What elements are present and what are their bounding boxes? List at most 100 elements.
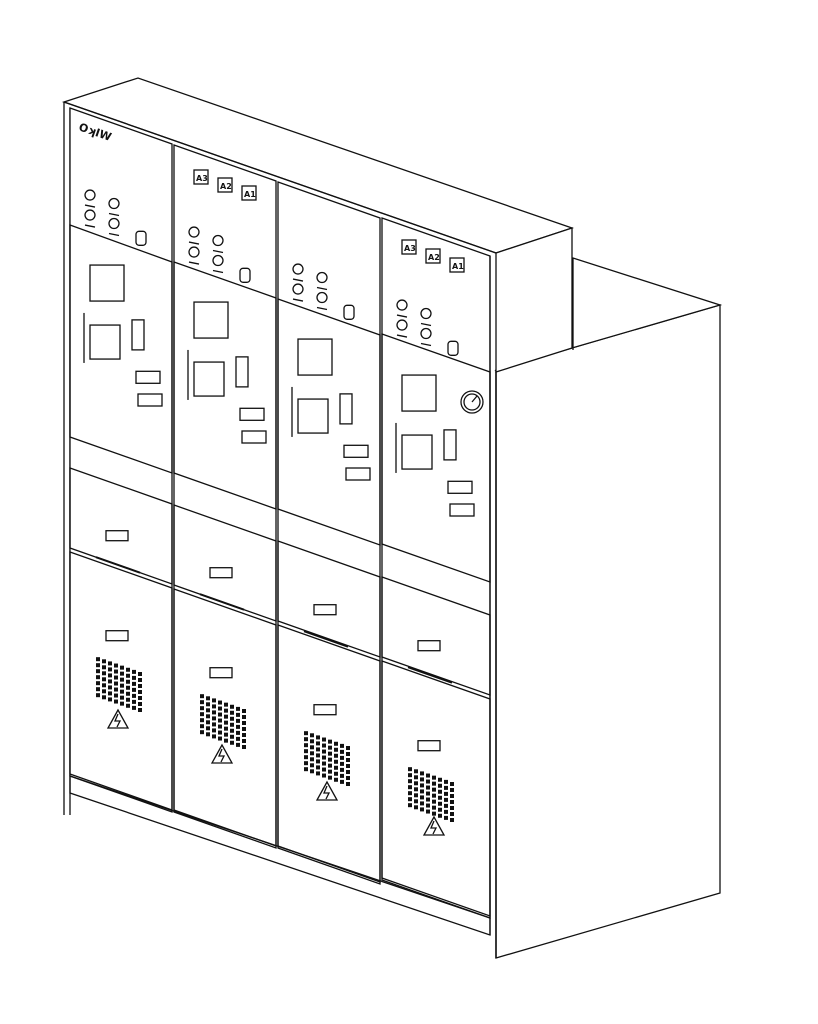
vent-grille-icon: [126, 679, 130, 684]
vent-grille-icon: [218, 724, 222, 729]
handle-slot-lower: [417, 740, 441, 752]
vent-grille-icon: [444, 779, 448, 784]
vent-grille-icon: [236, 712, 240, 717]
mimic-box-upper: [401, 374, 437, 412]
vent-grille-icon: [426, 773, 430, 778]
vent-grille-icon: [96, 687, 100, 692]
lamp-label-line: [84, 204, 96, 208]
vent-grille-icon: [426, 779, 430, 784]
vent-grille-icon: [334, 765, 338, 770]
vent-grille-icon: [242, 727, 246, 732]
vent-grille-icon: [96, 669, 100, 674]
vent-grille-icon: [102, 677, 106, 682]
vent-grille-icon: [102, 665, 106, 670]
rotary-switch-icon: [447, 340, 459, 356]
indicator-lamp-icon: [292, 283, 304, 295]
vent-grille-icon: [96, 663, 100, 668]
vent-grille-icon: [218, 730, 222, 735]
lamp-label-line: [420, 322, 432, 327]
vent-grille-icon: [236, 742, 240, 747]
vent-grille-icon: [200, 694, 204, 699]
rotary-switch-icon: [343, 304, 355, 320]
vent-grille-icon: [420, 795, 424, 800]
vent-grille-icon: [108, 661, 112, 666]
lamp-label-line: [420, 342, 432, 347]
vent-grille-icon: [218, 700, 222, 705]
vent-grille-icon: [96, 675, 100, 680]
interlock-plate: [339, 393, 353, 425]
vent-grille-icon: [206, 708, 210, 713]
indicator-lamp-icon: [188, 246, 200, 258]
lamp-label-line: [188, 241, 200, 245]
ammeter-group-2: A3 A2 A1: [193, 169, 257, 201]
label-strip: [407, 666, 453, 684]
vent-grille-icon: [322, 773, 326, 778]
relay-display: [137, 393, 163, 407]
vent-grille-icon: [126, 691, 130, 696]
lamp-label-line: [292, 298, 304, 302]
indicator-lamp-icon: [396, 319, 408, 331]
vent-grille-icon: [120, 677, 124, 682]
vent-grille-icon: [102, 671, 106, 676]
vent-grille-icon: [346, 746, 350, 751]
vent-grille-icon: [206, 714, 210, 719]
vent-grille-icon: [438, 813, 442, 818]
vent-grille-icon: [102, 695, 106, 700]
vent-grille-icon: [200, 718, 204, 723]
vent-grille-icon: [224, 720, 228, 725]
vent-grille-icon: [316, 771, 320, 776]
vent-grille-icon: [218, 718, 222, 723]
vent-grille-icon: [304, 755, 308, 760]
vent-grille-icon: [126, 703, 130, 708]
vent-grille-icon: [304, 743, 308, 748]
vent-grille-icon: [138, 708, 142, 713]
vent-grille-icon: [138, 684, 142, 689]
vent-grille-icon: [200, 700, 204, 705]
vent-grille-icon: [224, 726, 228, 731]
vent-grille-icon: [218, 712, 222, 717]
vent-grille-icon: [414, 787, 418, 792]
vent-grille-icon: [322, 737, 326, 742]
counter-display: [343, 444, 369, 458]
mimic-box-lower: [193, 361, 225, 397]
indicator-lamp-icon: [212, 234, 224, 247]
vent-grille-icon: [120, 665, 124, 670]
vent-grille-icon: [438, 801, 442, 806]
vent-grille-icon: [334, 747, 338, 752]
interlock-plate: [235, 356, 249, 388]
side-cabinet: [494, 257, 723, 959]
vent-grille-icon: [322, 767, 326, 772]
vent-grille-icon: [420, 801, 424, 806]
vent-grille-icon: [444, 815, 448, 820]
vent-grille-icon: [408, 779, 412, 784]
mimic-box-lower: [401, 434, 433, 470]
vent-grille-icon: [120, 701, 124, 706]
ammeter-group-4: A3 A2 A1: [401, 239, 465, 273]
vent-grille-icon: [450, 818, 454, 823]
handle-slot-lower: [105, 630, 129, 642]
vent-grille-icon: [408, 803, 412, 808]
vent-grille-icon: [444, 797, 448, 802]
panel-details: [83, 189, 475, 823]
lamp-label-line: [212, 249, 224, 254]
vent-grille-icon: [102, 683, 106, 688]
vent-grille-icon: [438, 777, 442, 782]
vent-grille-icon: [108, 691, 112, 696]
vent-grille-icon: [438, 783, 442, 788]
vent-grille-icon: [114, 675, 118, 680]
high-voltage-warning-icon: [210, 743, 234, 764]
interlock-plate: [131, 319, 145, 351]
vent-grille-icon: [132, 705, 136, 710]
vent-grille-icon: [138, 672, 142, 677]
vent-grille-icon: [114, 681, 118, 686]
vent-grille-icon: [102, 689, 106, 694]
vent-grille-icon: [420, 777, 424, 782]
vent-grille-icon: [450, 782, 454, 787]
vent-grille-icon: [346, 770, 350, 775]
handle-slot: [417, 640, 441, 652]
vent-grille-icon: [132, 675, 136, 680]
relay-display: [345, 467, 371, 481]
vent-grille-icon: [230, 704, 234, 709]
vent-grille-icon: [212, 710, 216, 715]
lamp-label-line: [108, 232, 120, 237]
